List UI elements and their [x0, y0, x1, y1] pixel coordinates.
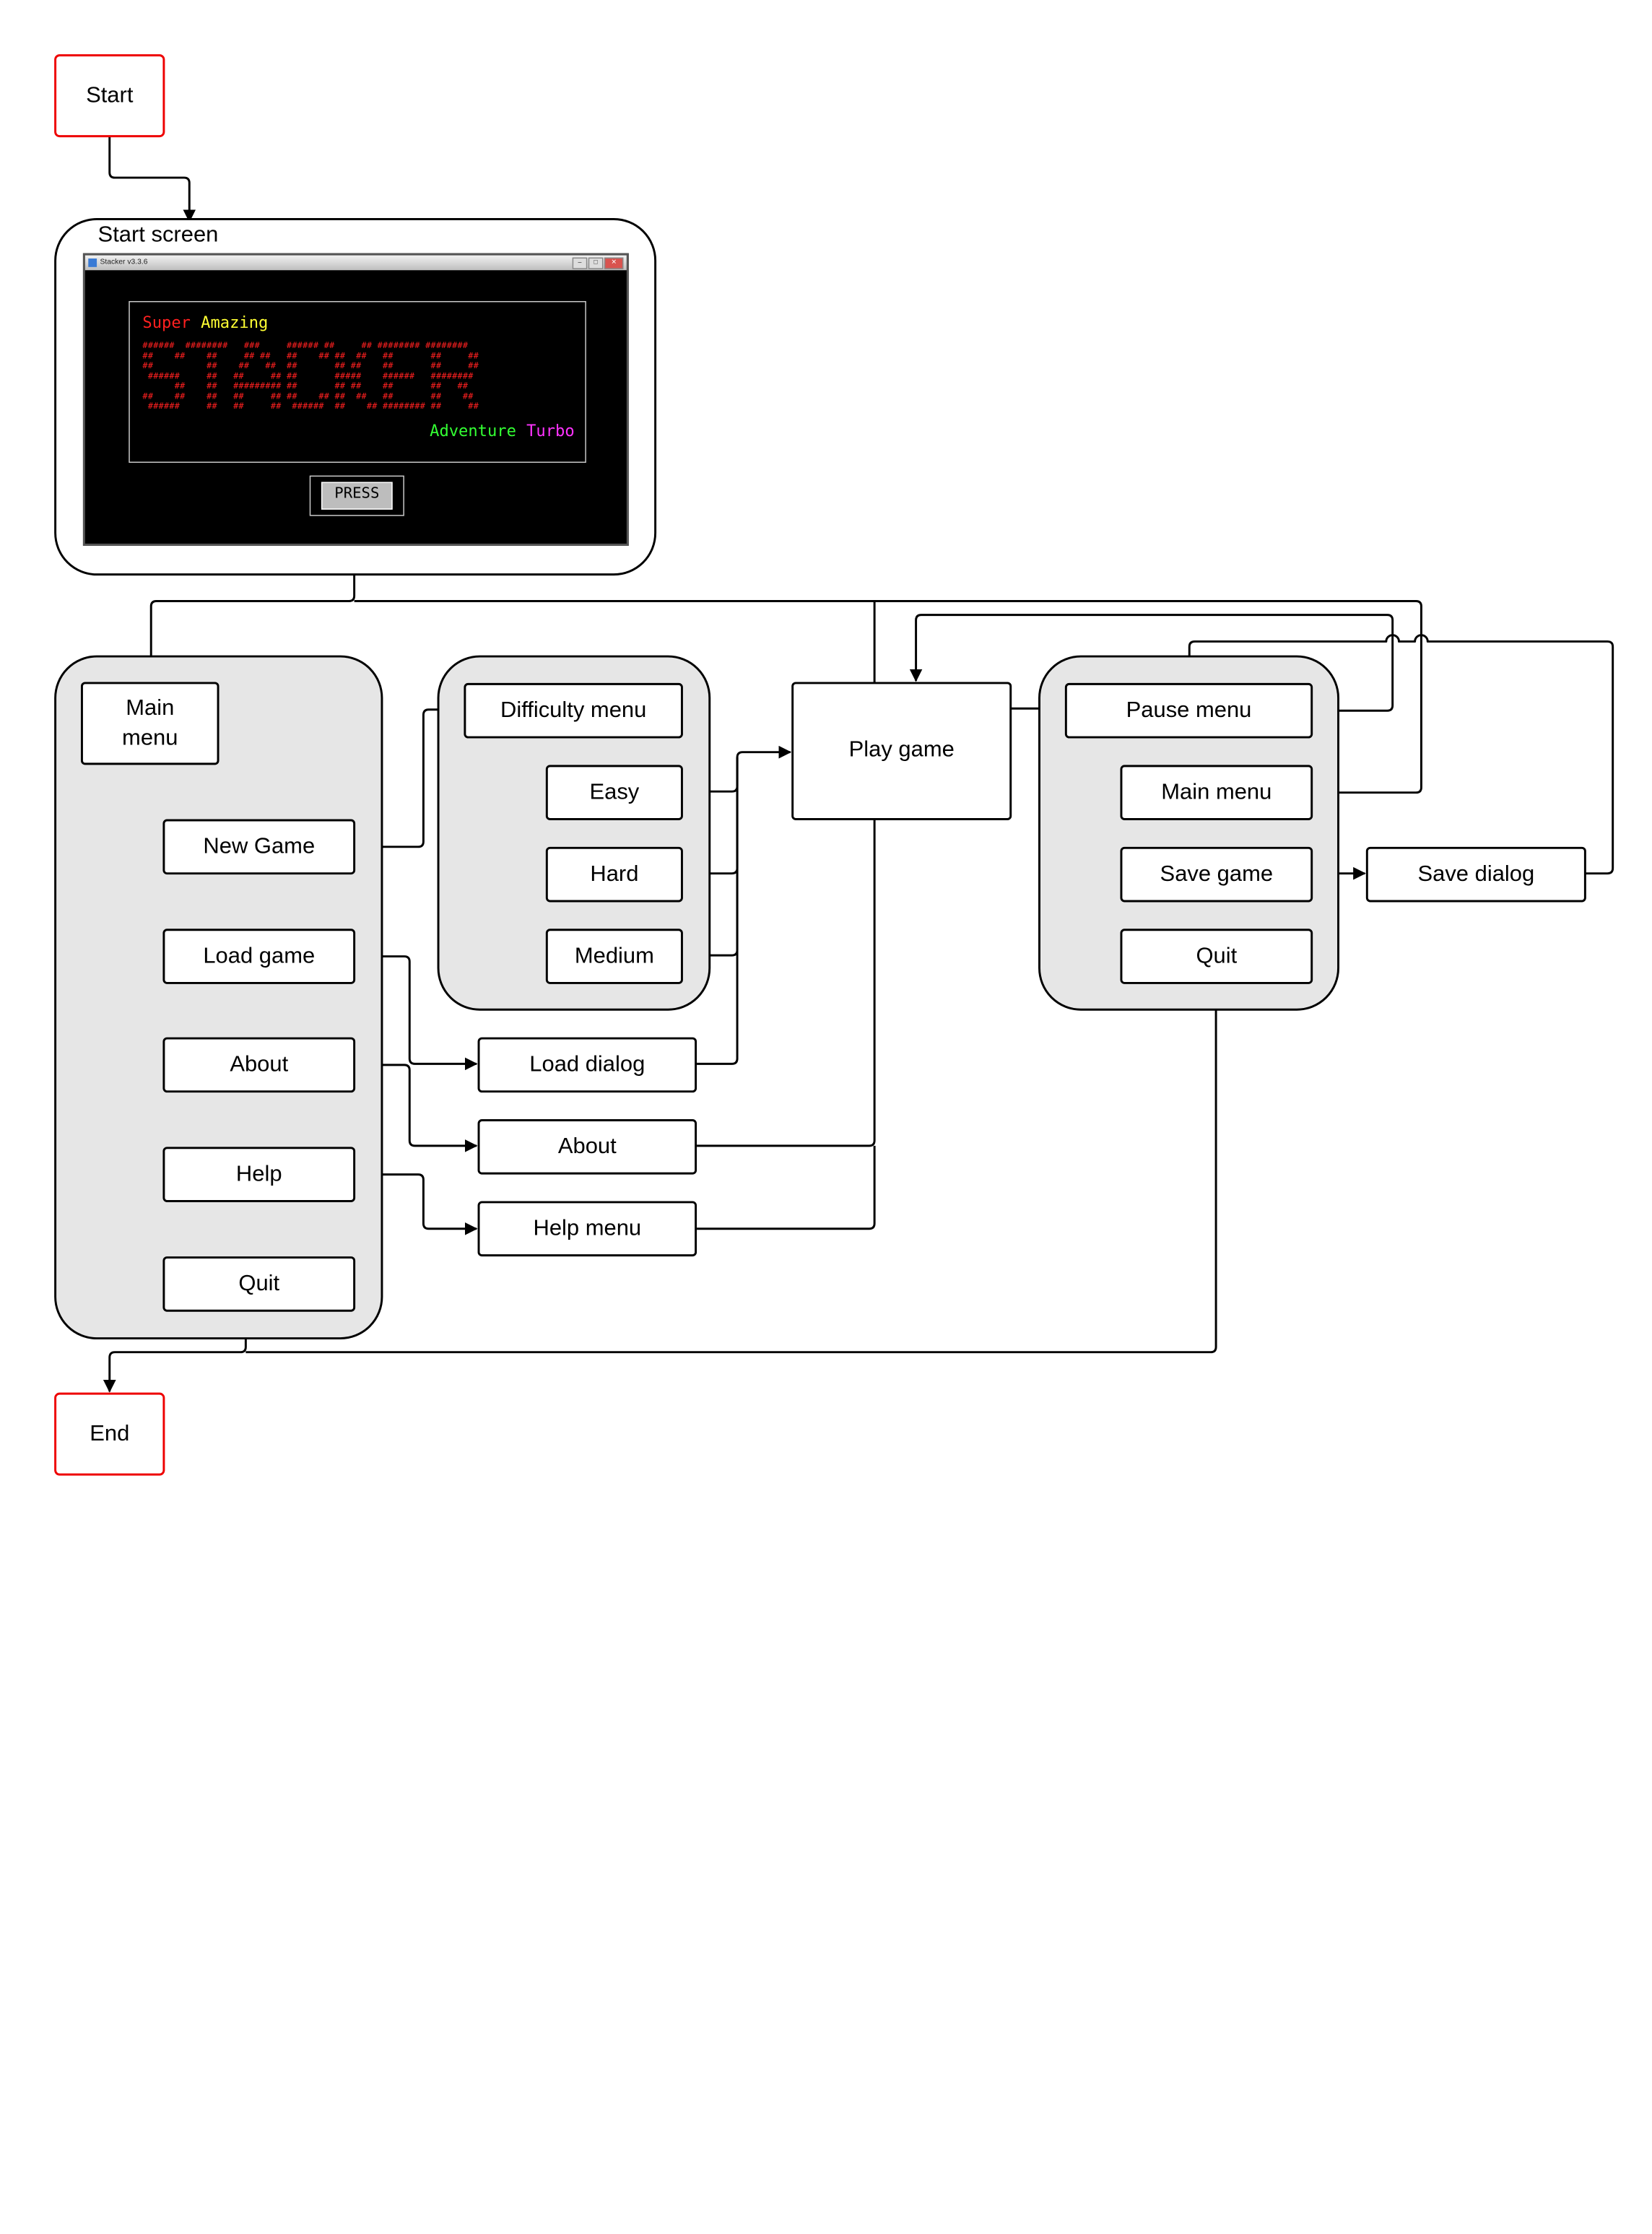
maximize-icon: □	[588, 257, 604, 269]
close-icon: ✕	[604, 257, 624, 269]
banner-amazing: Amazing	[201, 313, 269, 332]
quit-label: Quit	[238, 1271, 280, 1296]
load-dialog-label: Load dialog	[529, 1052, 645, 1077]
help-menu-node: Help menu	[477, 1201, 697, 1257]
start-node-label: Start	[86, 82, 134, 108]
hard-label: Hard	[590, 861, 639, 887]
play-game-node: Play game	[791, 682, 1012, 820]
medium-label: Medium	[574, 943, 654, 968]
hard-node: Hard	[545, 846, 683, 903]
press-button[interactable]: PRESS	[309, 475, 404, 516]
minimize-icon: –	[572, 257, 588, 269]
edge-save-dialog-to-pause	[1183, 634, 1614, 875]
window-titlebar: Stacker v3.3.6 – □ ✕	[84, 255, 627, 271]
end-node: End	[54, 1392, 165, 1476]
help-node: Help	[162, 1147, 356, 1202]
about-screen-node: About	[477, 1119, 697, 1175]
pause-menu-label: Pause menu	[1126, 697, 1252, 723]
difficulty-menu-node: Difficulty menu	[464, 682, 683, 739]
app-icon	[88, 258, 97, 267]
main-menu-node: Main menu	[80, 682, 219, 765]
new-game-label: New Game	[203, 834, 316, 859]
edge-load-game-to-load-dialog	[355, 955, 478, 1071]
quit-node: Quit	[162, 1256, 356, 1312]
load-dialog-node: Load dialog	[477, 1037, 697, 1093]
new-game-node: New Game	[162, 819, 356, 875]
main-menu-group	[54, 655, 383, 1340]
pause-menu-node: Pause menu	[1064, 682, 1313, 739]
start-node: Start	[54, 54, 165, 138]
edge-about-screen-return	[697, 601, 876, 1147]
about-node: About	[162, 1037, 356, 1093]
save-game-node: Save game	[1120, 846, 1313, 903]
edge-return-bus	[354, 599, 1422, 794]
edge-quit-to-end	[103, 1313, 247, 1393]
medium-node: Medium	[545, 929, 683, 984]
window-title: Stacker v3.3.6	[100, 258, 148, 266]
stacker-ascii-logo: ###### ######## ### ###### ## ## #######…	[142, 340, 479, 411]
end-node-label: End	[90, 1421, 130, 1446]
help-label: Help	[235, 1161, 282, 1186]
load-game-label: Load game	[203, 943, 316, 968]
about-screen-label: About	[557, 1134, 617, 1159]
help-menu-label: Help menu	[533, 1216, 642, 1240]
window-controls: – □ ✕	[572, 257, 624, 269]
start-screen-label: Start screen	[97, 222, 219, 247]
difficulty-menu-label: Difficulty menu	[500, 697, 647, 723]
banner-bottom-line: Adventure Turbo	[430, 420, 574, 440]
banner-top-line: Super Amazing	[142, 312, 268, 332]
banner-turbo: Turbo	[526, 421, 575, 440]
pause-quit-node: Quit	[1120, 929, 1313, 984]
pause-main-menu-label: Main menu	[1161, 780, 1272, 804]
edge-pause-quit-to-end	[245, 983, 1217, 1354]
save-dialog-node: Save dialog	[1365, 846, 1586, 903]
edge-about-to-about-screen	[355, 1064, 478, 1152]
edge-help-menu-return	[697, 1145, 876, 1230]
title-banner: Super Amazing ###### ######## ### ######…	[129, 300, 586, 463]
play-game-label: Play game	[848, 737, 955, 762]
load-game-node: Load game	[162, 929, 356, 984]
main-menu-label: Main menu	[122, 695, 178, 750]
about-label: About	[230, 1052, 289, 1077]
press-button-label: PRESS	[321, 482, 393, 510]
easy-node: Easy	[545, 765, 683, 820]
edge-start-screen-to-main-menu	[144, 544, 356, 682]
edge-load-dialog-to-play	[697, 757, 739, 1065]
save-dialog-label: Save dialog	[1417, 861, 1535, 887]
edge-pause-resume	[909, 614, 1394, 712]
easy-label: Easy	[589, 780, 640, 804]
pause-main-menu-node: Main menu	[1120, 765, 1313, 820]
banner-super: Super	[142, 313, 191, 332]
app-window-screenshot: Stacker v3.3.6 – □ ✕ Super Amazing #####…	[82, 253, 629, 546]
pause-quit-label: Quit	[1196, 943, 1238, 968]
edge-start-to-start-screen	[108, 136, 196, 222]
banner-adventure: Adventure	[430, 421, 516, 440]
save-game-label: Save game	[1160, 861, 1274, 887]
edge-help-to-help-menu	[355, 1173, 478, 1235]
edge-new-game-to-difficulty	[355, 703, 464, 848]
